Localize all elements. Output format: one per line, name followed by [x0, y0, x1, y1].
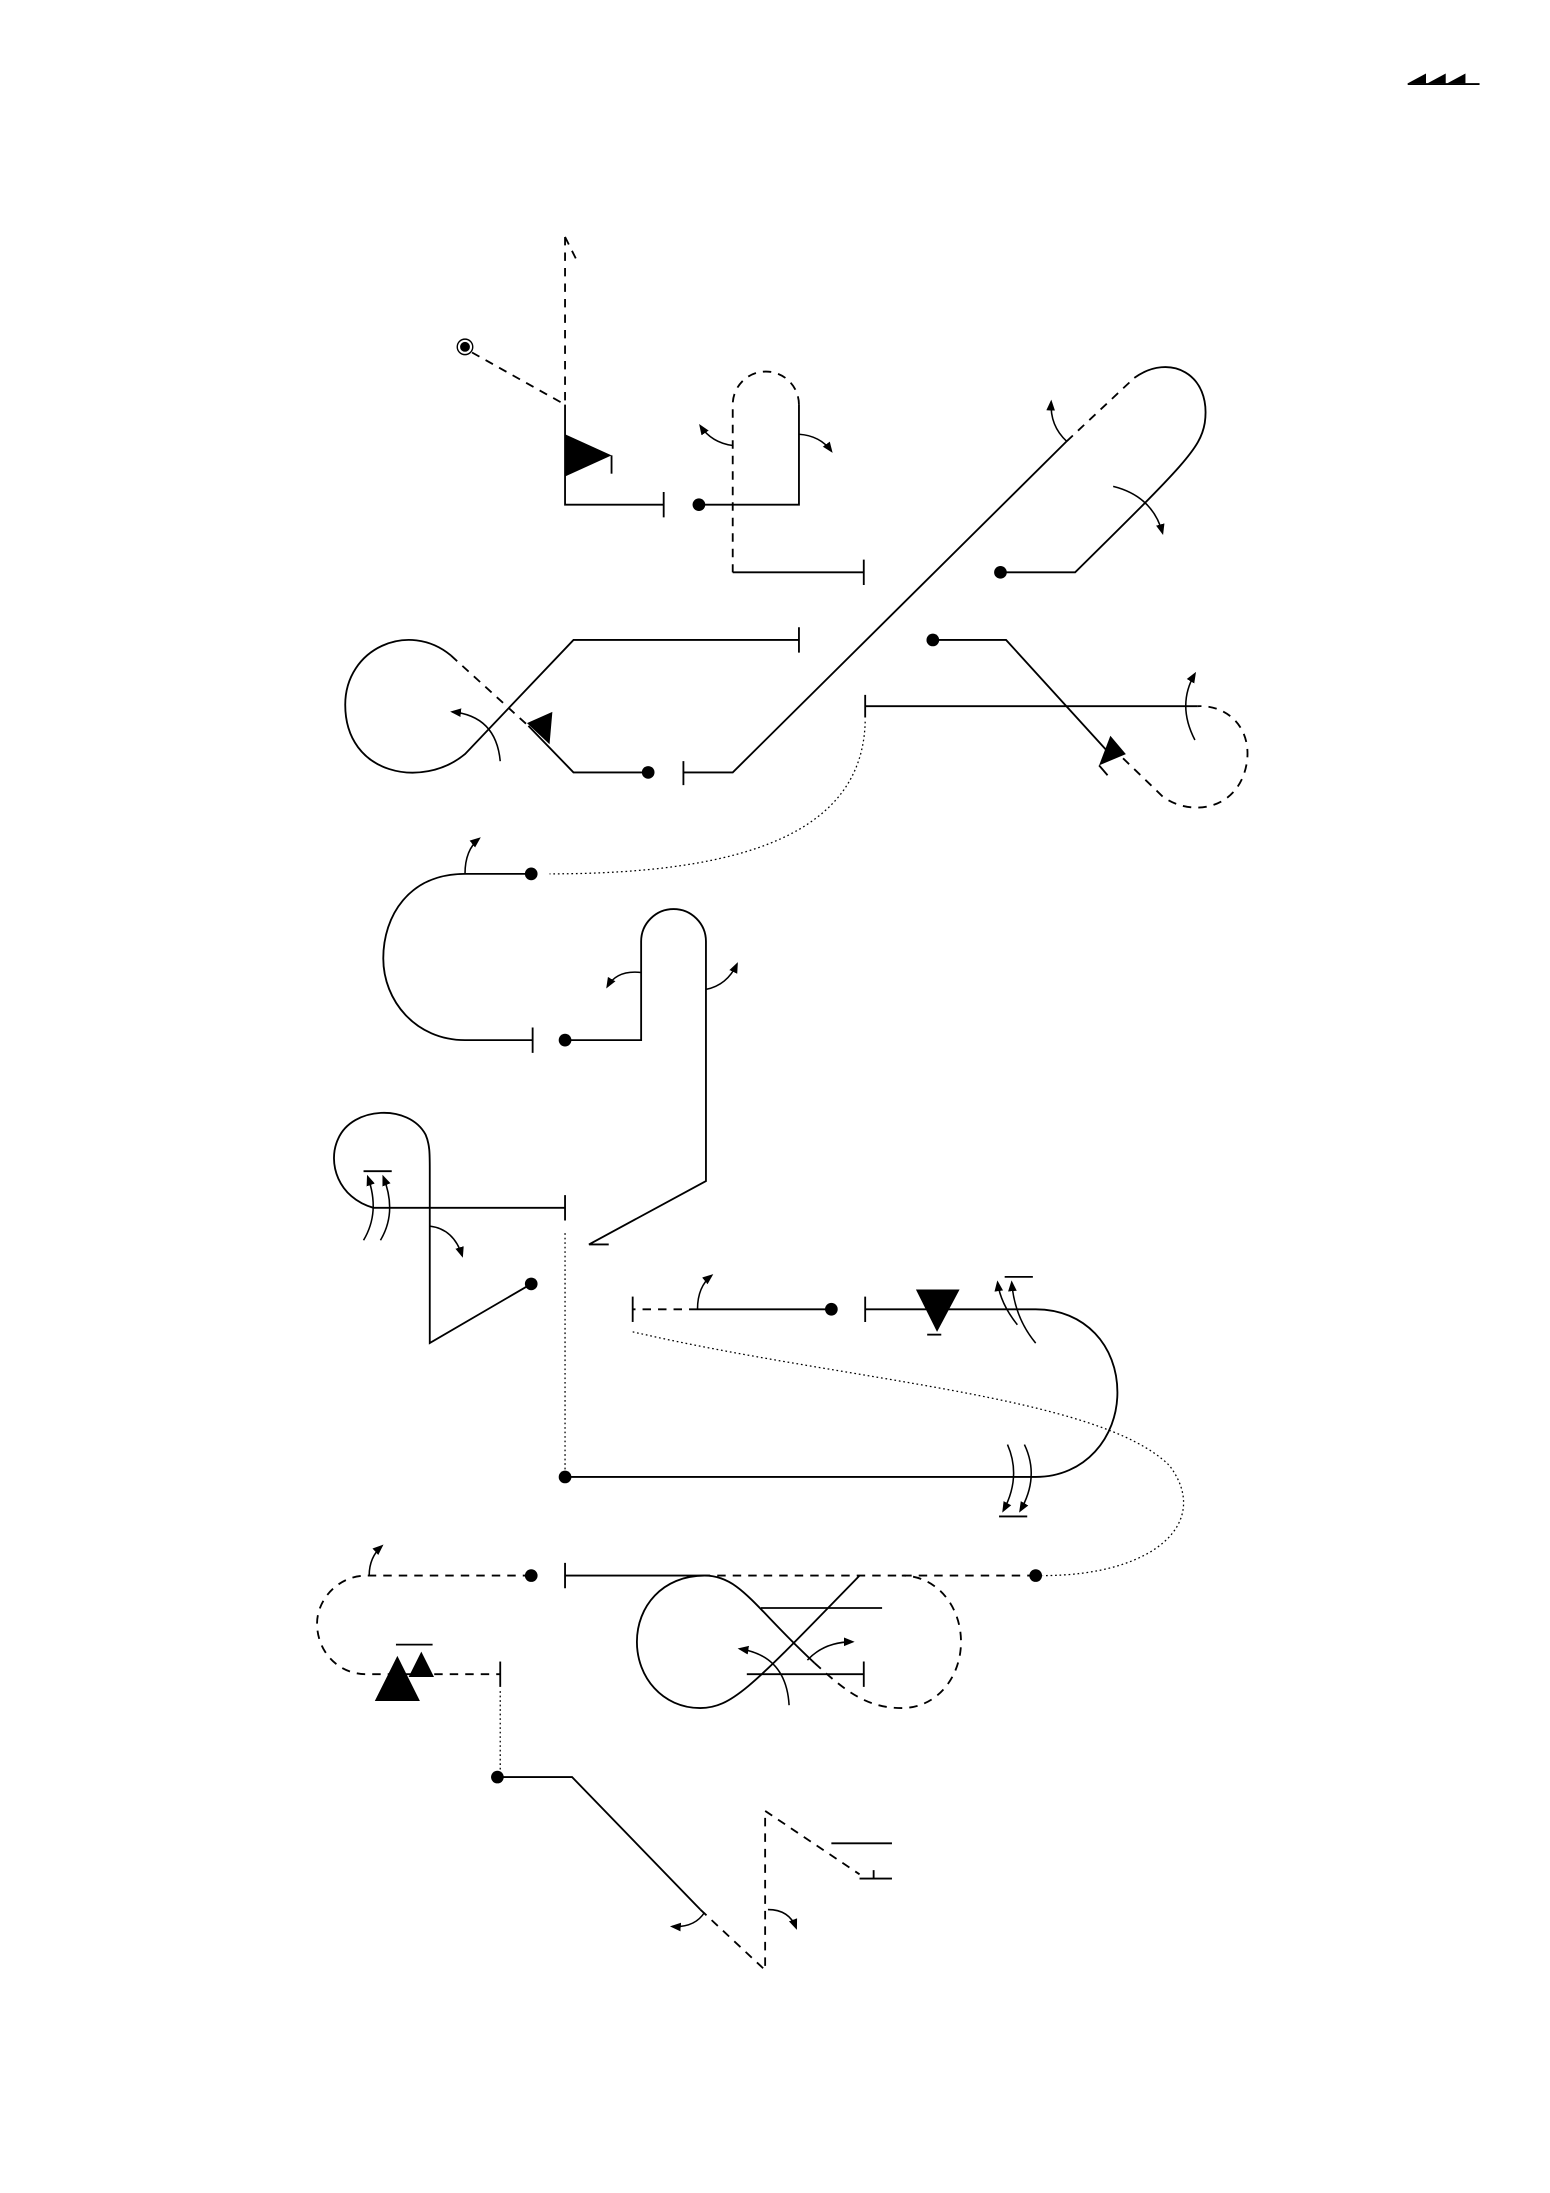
c-curve-segment — [382, 837, 738, 1246]
left-loop-segment — [344, 627, 800, 779]
figure-eight-segment — [564, 1562, 1043, 1709]
start-dot — [692, 498, 706, 512]
diagonal-loop-segment — [682, 366, 1207, 786]
filled-triangle-icon — [565, 434, 612, 477]
big-u-segment — [558, 1274, 1119, 1518]
path-start-segment — [456, 236, 665, 518]
filled-triangle-icon — [1099, 735, 1126, 766]
dotted-transition — [632, 1331, 1185, 1577]
right-loop-segment — [864, 633, 1249, 809]
dashed-loop-segment — [316, 1544, 538, 1701]
filled-triangle-icon — [527, 711, 553, 745]
filled-triangle-icon — [408, 1651, 434, 1678]
dotted-transition — [549, 721, 866, 875]
filled-triangle-icon — [374, 1655, 420, 1701]
path-end-segment — [491, 1691, 892, 1973]
circled-dot-icon — [456, 338, 474, 356]
filled-triangle-icon — [915, 1289, 960, 1332]
small-loop-segment — [333, 1111, 566, 1345]
u-turn-segment — [692, 370, 865, 585]
sawtooth-triangles-icon — [1407, 73, 1480, 85]
